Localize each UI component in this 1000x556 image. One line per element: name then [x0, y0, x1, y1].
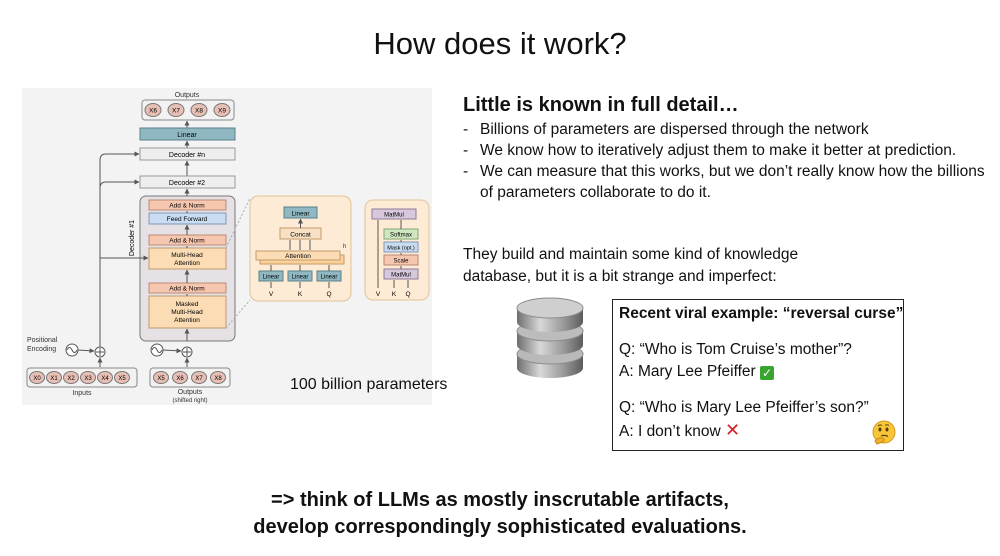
svg-text:K: K	[392, 291, 397, 298]
svg-text:X2: X2	[67, 376, 75, 382]
input-token-1: X1	[46, 371, 62, 384]
svg-text:MatMul: MatMul	[384, 213, 404, 219]
shifted-outputs-label-2: (shifted right)	[172, 398, 207, 404]
svg-text:X7: X7	[195, 376, 203, 382]
question-1: Q: “Who is Tom Cruise’s mother”?	[619, 341, 852, 358]
shifted-outputs-label-1: Outputs	[178, 389, 203, 396]
svg-text:Add & Norm: Add & Norm	[169, 238, 204, 245]
bullet-list: -Billions of parameters are dispersed th…	[463, 119, 993, 203]
svg-text:Decoder #2: Decoder #2	[169, 180, 205, 187]
svg-text:Linear: Linear	[321, 275, 338, 281]
svg-text:Linear: Linear	[263, 275, 280, 281]
svg-text:Q: Q	[326, 291, 331, 298]
decoder-n-block	[139, 147, 236, 161]
example-title: Recent viral example: “reversal curse”	[619, 305, 904, 322]
slide-title: How does it work?	[373, 26, 627, 61]
answer-1-row: A: Mary Lee Pfeiffer ✓	[619, 361, 897, 383]
shifted-token-2: X7	[191, 371, 207, 384]
svg-text:Linear: Linear	[292, 275, 309, 281]
decoder-1-label: Decoder #1	[129, 220, 136, 256]
matmul-top-block	[371, 208, 417, 220]
heads-label: h	[343, 244, 346, 250]
svg-text:X0: X0	[33, 376, 41, 382]
output-tokens-box	[141, 99, 235, 121]
svg-text:Attention: Attention	[174, 260, 200, 267]
svg-text:Concat: Concat	[290, 232, 311, 239]
svg-text:X8: X8	[195, 108, 203, 115]
svg-text:X5: X5	[157, 376, 165, 382]
svg-text:MatMul: MatMul	[391, 273, 411, 279]
svg-text:X5: X5	[118, 376, 126, 382]
input-token-5: X5	[114, 371, 130, 384]
svg-text:Masked: Masked	[176, 301, 199, 308]
bottom-message: => think of LLMs as mostly inscrutable a…	[0, 487, 1000, 541]
check-mark-icon: ✓	[760, 366, 775, 380]
shifted-token-0: X5	[153, 371, 169, 384]
svg-text:Linear: Linear	[177, 132, 197, 139]
svg-text:Multi-Head: Multi-Head	[171, 309, 203, 316]
svg-text:Attention: Attention	[285, 253, 311, 260]
svg-text:X4: X4	[101, 376, 109, 382]
svg-text:Attention: Attention	[174, 317, 200, 324]
thinking-face-icon	[872, 420, 896, 445]
decoder-2-block	[139, 175, 236, 189]
answer-1: A: Mary Lee Pfeiffer	[619, 363, 756, 380]
input-token-2: X2	[63, 371, 79, 384]
svg-text:X8: X8	[214, 376, 222, 382]
knowledge-description: They build and maintain some kind of kno…	[463, 246, 799, 285]
bullet-item: -Billions of parameters are dispersed th…	[463, 121, 869, 138]
bottom-line-1: => think of LLMs as mostly inscrutable a…	[271, 489, 729, 511]
shifted-tokens-box	[149, 367, 231, 388]
attention-stack-front	[255, 250, 341, 261]
bullet-item: -We know how to iteratively adjust them …	[463, 142, 957, 159]
svg-text:Multi-Head: Multi-Head	[171, 252, 203, 259]
svg-text:X9: X9	[218, 108, 226, 115]
answer-2: A: I don’t know	[619, 423, 721, 440]
bullet-item: -We can measure that this works, but we …	[463, 163, 985, 201]
database-icon	[516, 297, 584, 378]
cross-mark-icon: ✕	[724, 420, 741, 440]
svg-text:Add & Norm: Add & Norm	[169, 286, 204, 293]
svg-text:Feed Forward: Feed Forward	[167, 216, 208, 223]
input-token-3: X3	[80, 371, 96, 384]
inputs-label: Inputs	[72, 390, 92, 397]
outputs-label: Outputs	[175, 92, 200, 99]
svg-text:V: V	[269, 291, 274, 298]
add-norm-block-1	[148, 199, 227, 211]
answer-2-row: A: I don’t know ✕	[619, 419, 897, 441]
section-heading: Little is known in full detail…	[463, 94, 739, 116]
shifted-token-1: X6	[172, 371, 188, 384]
transformer-diagram: Outputs X6 X7 X8 X9 Linear Decoder #n ⋮ …	[22, 88, 447, 405]
attention-linear-top	[283, 206, 318, 219]
transformer-architecture-figure: Outputs X6 X7 X8 X9 Linear Decoder #n ⋮ …	[26, 92, 430, 404]
svg-text:X1: X1	[50, 376, 58, 382]
output-token-0: X6	[144, 103, 162, 117]
positional-label-2: Encoding	[27, 346, 56, 353]
svg-text:X7: X7	[172, 108, 180, 115]
svg-text:V: V	[376, 291, 381, 298]
positional-label-1: Positional	[27, 337, 58, 344]
svg-text:K: K	[298, 291, 303, 298]
reversal-curse-example-box: Recent viral example: “reversal curse” Q…	[612, 299, 904, 451]
svg-text:Linear: Linear	[291, 211, 310, 218]
svg-text:Q: Q	[405, 291, 410, 298]
svg-text:X6: X6	[176, 376, 184, 382]
output-token-1: X7	[167, 103, 185, 117]
svg-text:Softmax: Softmax	[390, 233, 412, 239]
question-2: Q: “Who is Mary Lee Pfeiffer’s son?”	[619, 399, 869, 416]
linear-block	[139, 127, 236, 141]
svg-text:Decoder #n: Decoder #n	[169, 152, 205, 159]
input-token-0: X0	[29, 371, 45, 384]
shifted-token-3: X8	[210, 371, 226, 384]
parameter-count-caption: 100 billion parameters	[290, 376, 448, 393]
output-token-2: X8	[190, 103, 208, 117]
svg-text:X3: X3	[84, 376, 92, 382]
svg-text:Scale: Scale	[393, 259, 409, 265]
svg-text:Mask (opt.): Mask (opt.)	[387, 246, 415, 252]
output-token-3: X9	[213, 103, 231, 117]
svg-text:Add & Norm: Add & Norm	[169, 203, 204, 210]
svg-text:X6: X6	[149, 108, 157, 115]
bottom-line-2: develop correspondingly sophisticated ev…	[253, 516, 747, 538]
input-token-4: X4	[97, 371, 113, 384]
